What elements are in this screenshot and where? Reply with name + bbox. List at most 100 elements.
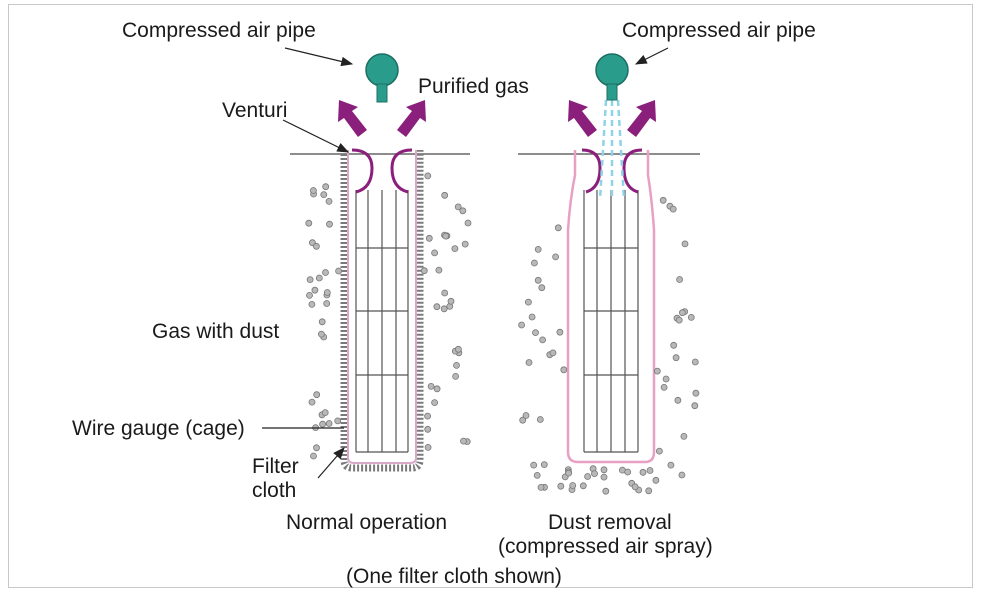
dust-particle — [530, 461, 538, 469]
dust-particle — [584, 473, 591, 480]
dust-particle — [315, 274, 323, 282]
dust-particle — [440, 305, 448, 313]
label-purified-gas: Purified gas — [418, 75, 529, 98]
leader-venturi — [282, 119, 350, 153]
dust-particle — [691, 402, 699, 410]
dust-particle — [659, 196, 667, 204]
dust-particle — [600, 473, 608, 481]
dust-particle — [326, 220, 333, 228]
dust-particle — [308, 398, 316, 406]
dust-particle — [460, 437, 467, 445]
dust-particle — [454, 203, 462, 211]
dust-particle — [441, 289, 449, 297]
dust-particle — [442, 232, 450, 240]
dust-particle — [424, 443, 432, 451]
label-filter-cloth-line1: Filter — [252, 455, 299, 478]
label-venturi: Venturi — [222, 99, 288, 122]
dust-particle — [656, 447, 663, 455]
dust-particle — [309, 187, 317, 194]
label-compressed-air-pipe-right: Compressed air pipe — [622, 19, 816, 42]
dust-particle — [652, 476, 660, 484]
dust-particle — [518, 321, 525, 329]
compressed-air-spray — [598, 99, 626, 201]
dust-particle — [691, 358, 699, 366]
dust-particle — [459, 207, 467, 215]
wire-cage-normal — [355, 190, 409, 453]
dust-particle — [579, 482, 587, 490]
dust-particle — [454, 345, 462, 353]
dust-particle — [675, 316, 683, 324]
dust-particle — [538, 284, 546, 292]
dust-particle — [420, 267, 428, 275]
dust-particle — [552, 253, 559, 261]
dust-particle — [557, 482, 565, 490]
dust-particle — [667, 461, 675, 469]
leader-compressed-air-right — [634, 47, 669, 65]
dust-particle — [569, 482, 577, 489]
dust-particle — [323, 289, 331, 296]
dust-particle — [565, 469, 572, 477]
dust-particle — [528, 313, 536, 321]
dust-particle — [323, 300, 331, 307]
compressed-air-nozzle-right — [595, 53, 629, 101]
dust-particle — [669, 205, 677, 213]
dust-particle — [556, 328, 564, 336]
dust-particle — [322, 183, 330, 191]
dust-particle — [660, 383, 668, 391]
dust-particle — [447, 297, 455, 305]
dust-particle — [325, 420, 333, 427]
dust-particle — [631, 483, 639, 491]
dust-particle — [519, 416, 527, 424]
dust-particle — [533, 471, 541, 479]
dust-particle — [549, 349, 557, 357]
dust-particle — [534, 276, 542, 284]
label-filter-cloth-line2: cloth — [252, 479, 297, 502]
label-dust-removal-line2: (compressed air spray) — [498, 535, 713, 558]
dust-particle — [525, 298, 532, 306]
dust-particle — [312, 242, 320, 250]
purified-gas-arrows-left — [338, 100, 426, 137]
dust-particle — [687, 313, 695, 321]
dust-particle — [441, 191, 449, 199]
venturi-removal — [581, 148, 643, 194]
dust-particle — [536, 416, 544, 423]
dust-particle — [534, 245, 542, 253]
dust-particle — [624, 468, 632, 476]
dust-particle — [306, 291, 313, 299]
dust-particle — [424, 412, 432, 420]
dust-particle — [424, 425, 432, 433]
dust-particles-normal — [305, 172, 472, 460]
dust-particle — [531, 259, 538, 267]
dust-particle — [645, 487, 653, 495]
label-gas-with-dust: Gas with dust — [152, 320, 280, 343]
dust-particle — [537, 483, 545, 491]
purified-gas-arrows-right — [568, 100, 656, 137]
label-compressed-air-pipe-left: Compressed air pipe — [122, 19, 316, 42]
dust-particle — [602, 487, 610, 495]
diagram-frame — [8, 4, 973, 588]
dust-particle — [325, 197, 333, 205]
dust-particle — [539, 336, 546, 344]
filter-cloth-removal — [566, 150, 656, 464]
dust-particle — [532, 329, 539, 337]
dust-particle — [560, 366, 568, 374]
dust-particle — [311, 286, 319, 294]
dust-particle — [679, 309, 686, 317]
dust-particle — [678, 471, 686, 479]
dust-removal-panel — [518, 47, 700, 495]
dust-particle — [318, 318, 326, 326]
label-normal-operation: Normal operation — [286, 511, 448, 534]
dust-particle — [313, 444, 320, 452]
dust-particle — [425, 234, 433, 242]
leader-filter-cloth — [317, 447, 345, 479]
dust-particle — [600, 466, 608, 474]
dust-particle — [676, 276, 683, 283]
dust-particle — [453, 361, 460, 369]
dust-particle — [540, 461, 548, 469]
label-wire-gauge: Wire gauge (cage) — [72, 417, 245, 440]
dust-particle — [525, 359, 533, 366]
dust-particle — [431, 399, 439, 407]
dust-particle — [681, 240, 689, 248]
dust-particle — [591, 470, 598, 478]
dust-particle — [424, 172, 432, 180]
